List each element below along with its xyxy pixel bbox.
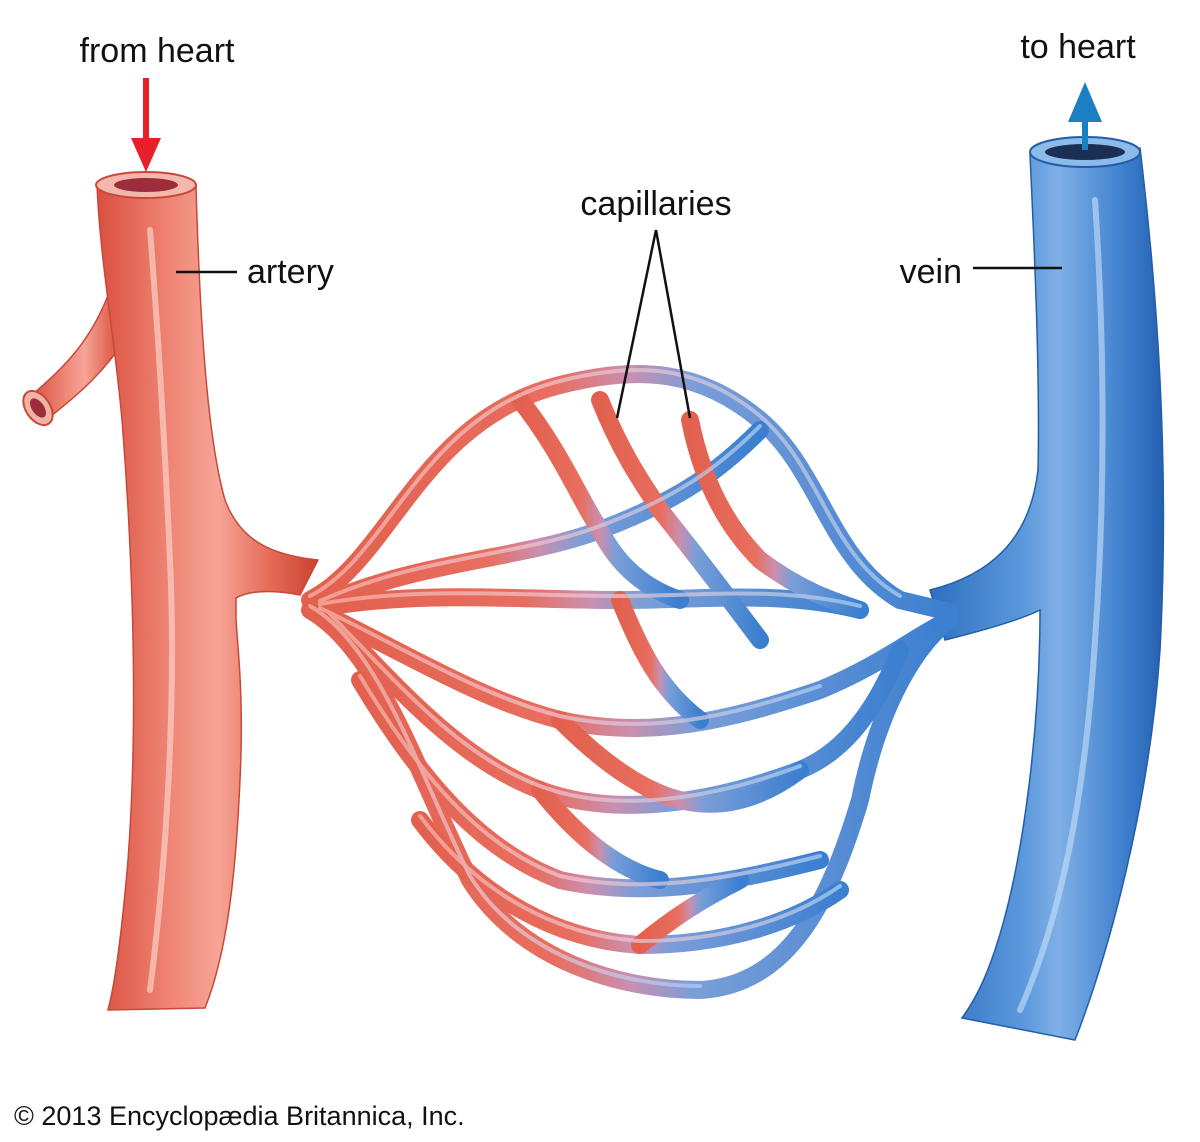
arrow-out-of-vein [1068,82,1102,150]
capillaries-leader-right [654,229,692,419]
artery [22,171,320,1011]
vein [929,136,1165,1041]
leader-lines [176,229,1062,419]
capillaries-label: capillaries [580,185,731,223]
vein-trunk [929,147,1165,1041]
artery-trunk [96,184,320,1011]
from-heart-label: from heart [80,32,235,70]
artery-label: artery [247,253,334,291]
arrow-into-artery [131,78,161,172]
copyright-notice: © 2013 Encyclopædia Britannica, Inc. [14,1101,465,1131]
vein-label: vein [900,253,962,291]
capillary-network [301,365,959,1000]
to-heart-label: to heart [1020,28,1136,66]
capillaries-leader-left [615,229,658,419]
